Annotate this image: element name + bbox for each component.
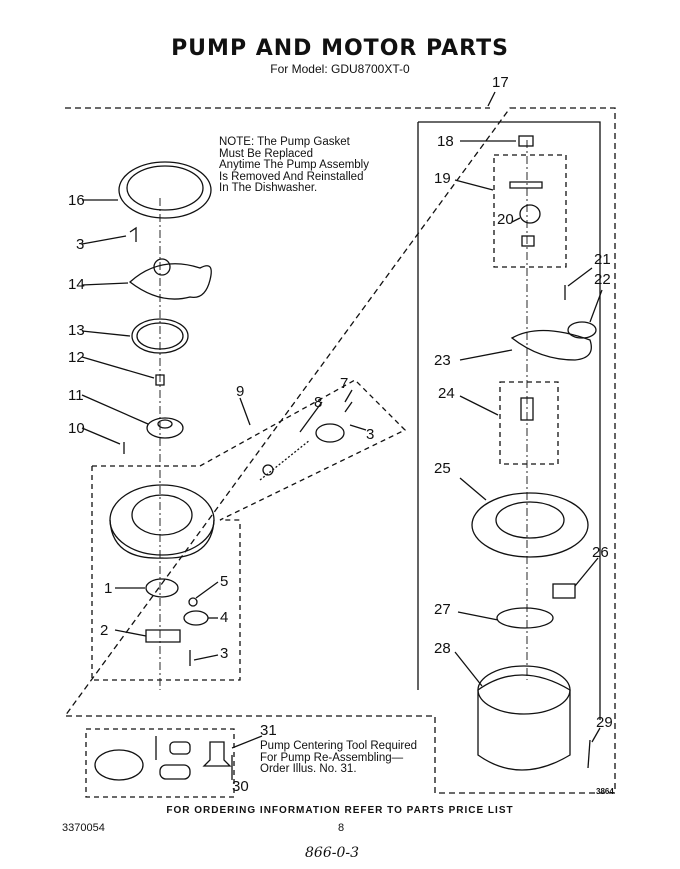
callout-26: 26	[592, 544, 609, 561]
seal-20	[519, 204, 541, 224]
callout-31: 31	[260, 722, 277, 739]
callout-2: 2	[100, 622, 109, 639]
motor-column-outline	[417, 121, 601, 720]
bracket	[315, 423, 345, 443]
callout-19: 19	[434, 170, 451, 187]
motor-mount	[471, 492, 589, 558]
callout-8: 8	[314, 394, 323, 411]
callout-23: 23	[434, 352, 451, 369]
page-title: PUMP AND MOTOR PARTS	[171, 36, 509, 61]
callout-27: 27	[434, 601, 451, 618]
screw-3a	[129, 226, 137, 242]
callout-3-bracket: 3	[366, 426, 375, 443]
callout-18: 18	[437, 133, 454, 150]
document-number: 3370054	[62, 822, 105, 834]
main-assembly-boundary	[63, 107, 616, 794]
screw-12	[155, 374, 165, 386]
callout-17: 17	[492, 74, 509, 91]
screw-29	[587, 739, 591, 769]
handwritten-note: 866-0-3	[305, 845, 359, 861]
clip-26	[552, 583, 576, 599]
callout-13: 13	[68, 322, 85, 339]
callout-3-top: 3	[76, 236, 85, 253]
filter-screen	[145, 578, 179, 598]
callout-12: 12	[68, 349, 85, 366]
callout-20: 20	[497, 211, 514, 228]
disc-27	[496, 607, 554, 629]
pump-subgroup-boundary	[91, 379, 407, 681]
callout-3-bottom: 3	[220, 645, 229, 662]
centering-tool	[202, 741, 232, 767]
callout-25: 25	[434, 460, 451, 477]
pump-gasket	[118, 161, 212, 219]
bushing	[518, 135, 534, 147]
seal-19	[509, 181, 543, 189]
callout-28: 28	[434, 640, 451, 657]
callout-4: 4	[220, 609, 229, 626]
shaft-24	[520, 397, 534, 421]
callout-22: 22	[594, 271, 611, 288]
callout-7: 7	[340, 375, 349, 392]
callout-16: 16	[68, 192, 85, 209]
washer-5	[188, 597, 198, 607]
tool-note: Pump Centering Tool Required For Pump Re…	[260, 740, 418, 775]
o-ring-22	[567, 321, 597, 339]
callout-24: 24	[438, 385, 455, 402]
callout-14: 14	[68, 276, 85, 293]
callout-21: 21	[594, 251, 611, 268]
spring-assembly	[259, 439, 311, 481]
diagram-code: 3864	[596, 787, 614, 796]
callout-9: 9	[236, 383, 245, 400]
motor-bracket	[510, 329, 592, 361]
group-24-boundary	[499, 381, 559, 465]
impeller	[146, 417, 184, 439]
motor-28	[477, 674, 571, 771]
callout-1: 1	[104, 580, 113, 597]
callout-5: 5	[220, 573, 229, 590]
gasket-note: NOTE: The Pump Gasket Must Be Replaced A…	[219, 136, 369, 194]
callout-10: 10	[68, 420, 85, 437]
callout-30: 30	[232, 778, 249, 795]
seal-ring	[131, 318, 189, 354]
group-19-boundary	[493, 154, 567, 268]
fitting	[145, 629, 181, 643]
pump-cover	[128, 263, 212, 300]
kit-30-boundary	[85, 728, 235, 798]
model-subtitle: For Model: GDU8700XT-0	[270, 62, 410, 76]
callout-29: 29	[596, 714, 613, 731]
ordering-info: FOR ORDERING INFORMATION REFER TO PARTS …	[166, 805, 514, 816]
o-ring	[183, 610, 209, 626]
page-number: 8	[338, 822, 345, 834]
callout-11: 11	[68, 387, 84, 404]
kit-gasket	[94, 749, 144, 781]
